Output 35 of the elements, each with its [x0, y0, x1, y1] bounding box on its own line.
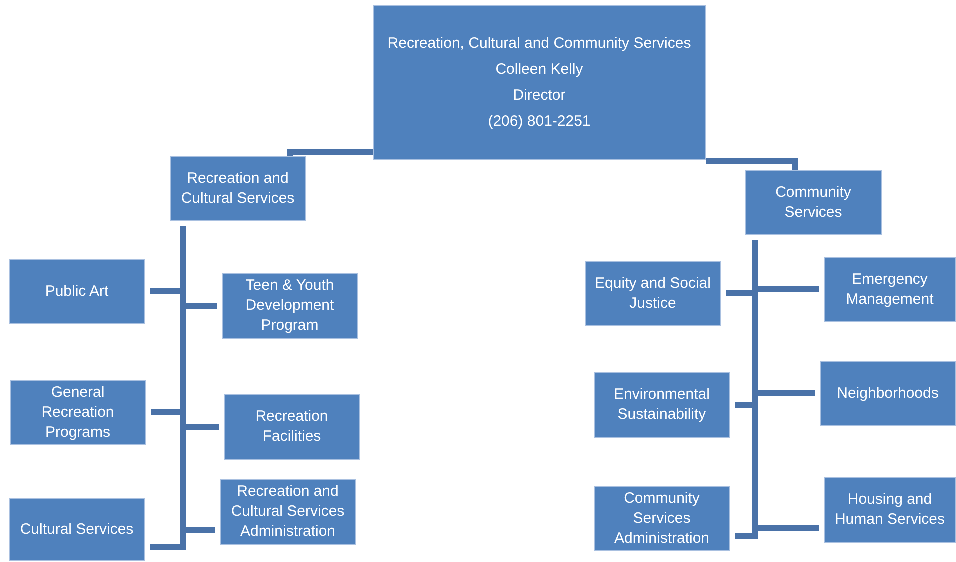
unit-name: Recreation Facilities: [254, 407, 330, 447]
org-box: [220, 479, 356, 545]
unit-title: Recreation, Cultural and Community Services: [388, 34, 692, 54]
unit-name: Emergency Management: [845, 270, 935, 310]
unit-name: Recreation and Cultural Services: [180, 168, 296, 208]
org-box: [824, 477, 956, 543]
org-box: [585, 261, 721, 326]
unit-name: Environmental Sustainability: [613, 385, 711, 425]
unit-name: Community Services Administration: [613, 488, 711, 548]
unit-name: Cultural Services: [20, 520, 134, 540]
org-box: [373, 5, 706, 160]
unit-name: Public Art: [45, 282, 109, 302]
org-box: [224, 394, 360, 460]
unit-name: Neighborhoods: [837, 384, 939, 404]
org-box: [594, 486, 730, 551]
org-box: [9, 498, 145, 561]
org-box: [170, 156, 306, 221]
unit-name: Housing and Human Services: [834, 490, 946, 530]
unit-name: General Recreation Programs: [40, 382, 116, 442]
org-box: [824, 257, 956, 322]
org-box: [222, 273, 358, 339]
job-title: Director: [513, 86, 566, 106]
unit-name: Recreation and Cultural Services Administration: [230, 482, 346, 542]
org-box: [10, 380, 146, 445]
unit-name: Teen & Youth Development Program: [244, 276, 336, 336]
org-box: [745, 170, 882, 235]
unit-name: Equity and Social Justice: [594, 274, 712, 314]
connector-line: [287, 149, 373, 156]
org-box: [820, 361, 956, 426]
person-name: Colleen Kelly: [496, 60, 584, 80]
connector-line: [706, 158, 798, 170]
org-box: [9, 259, 145, 324]
org-box: [594, 372, 730, 438]
unit-name: Community Services: [774, 182, 852, 222]
phone-number: (206) 801-2251: [488, 112, 591, 132]
